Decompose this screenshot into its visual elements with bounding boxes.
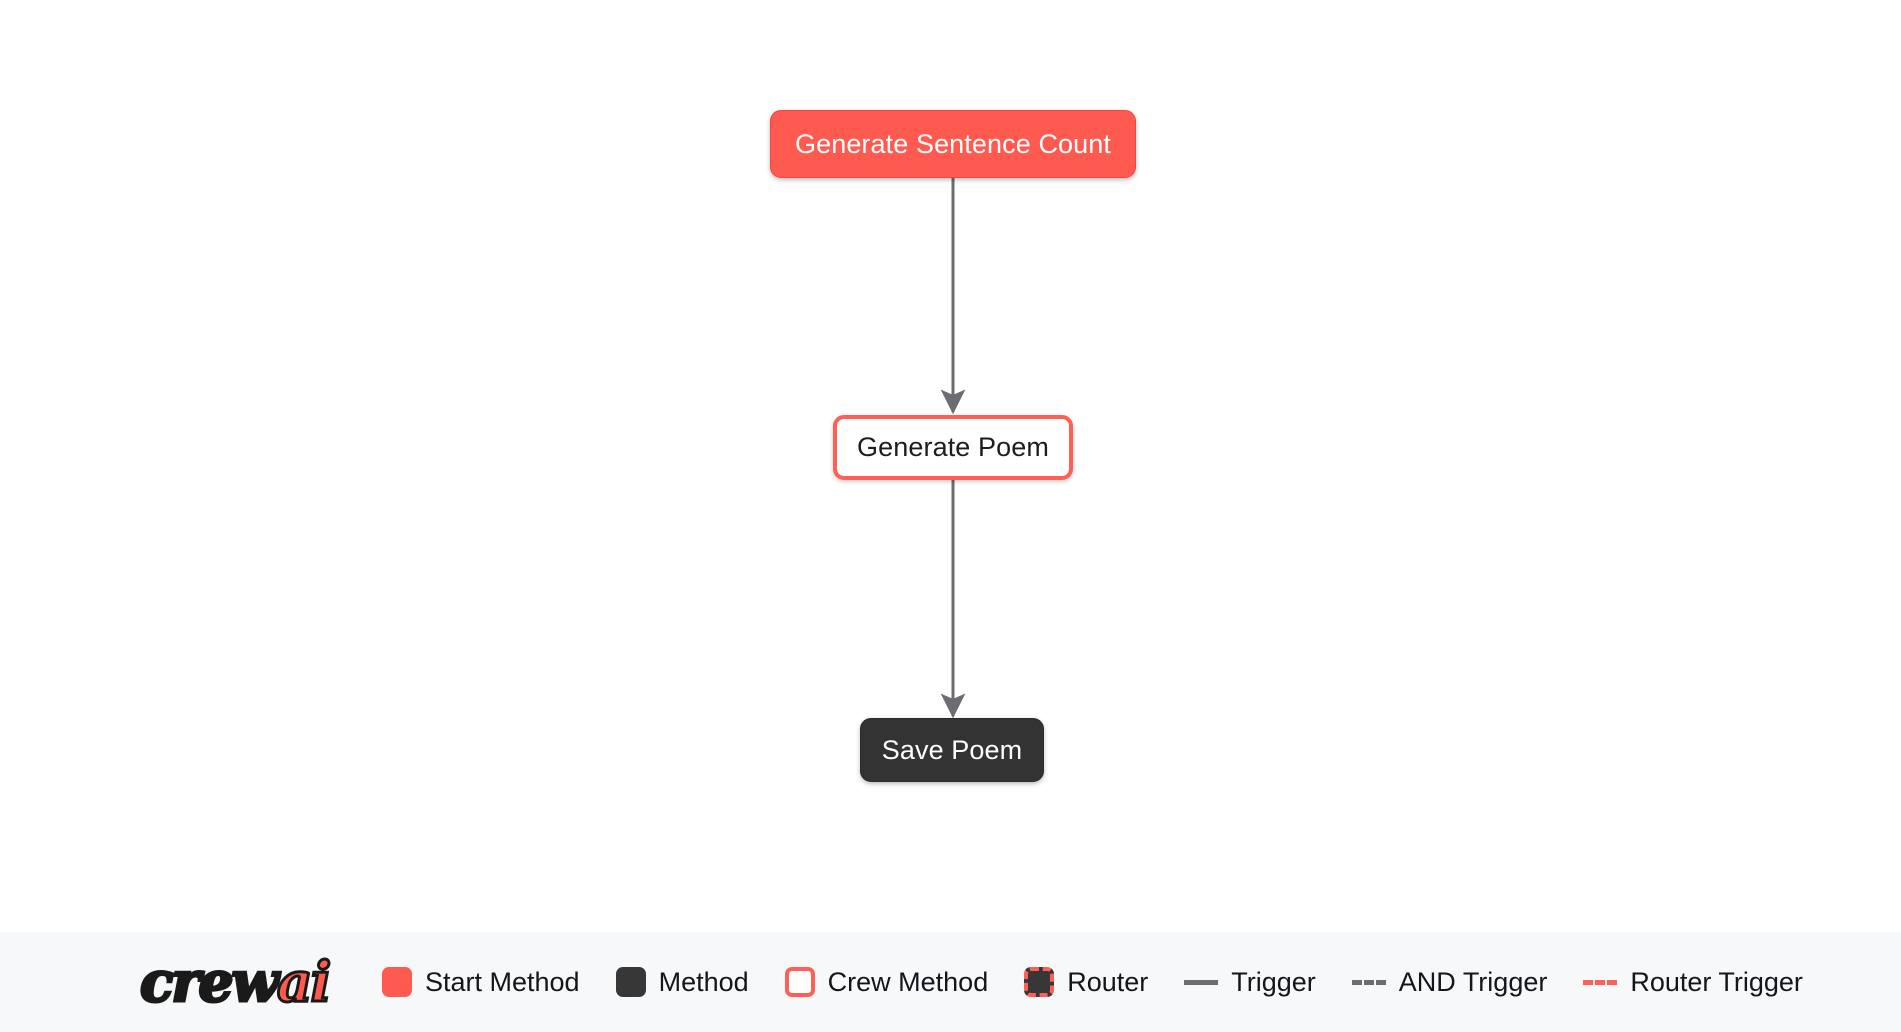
legend-label: AND Trigger — [1398, 966, 1548, 997]
legend-label: Trigger — [1231, 966, 1316, 997]
legend-label: Router — [1067, 966, 1149, 997]
router-trigger-line-icon — [1583, 979, 1618, 985]
start-method-swatch-icon — [382, 967, 412, 997]
legend-item-router-trigger: Router Trigger — [1583, 966, 1803, 997]
node-label: Generate Sentence Count — [794, 128, 1112, 159]
legend-item-and-trigger: AND Trigger — [1351, 966, 1548, 997]
legend-label: Start Method — [425, 966, 580, 997]
legend-item-router: Router — [1024, 967, 1148, 997]
flow-diagram-canvas[interactable]: Generate Sentence Count Generate Poem Sa… — [0, 0, 1901, 932]
crewai-logo: crewai — [139, 949, 340, 1014]
legend-label: Crew Method — [827, 966, 989, 997]
legend-bar: crewai Start Method Method Crew Method R… — [0, 932, 1901, 1032]
logo-ai-text: ai — [275, 949, 332, 1014]
trigger-line-icon — [1184, 979, 1219, 985]
method-swatch-icon — [615, 967, 646, 997]
legend-item-method: Method — [615, 966, 749, 997]
node-label: Save Poem — [881, 734, 1023, 765]
legend-item-start-method: Start Method — [382, 967, 580, 997]
logo-crew-text: crew — [139, 949, 281, 1014]
legend-label: Method — [658, 966, 749, 997]
legend-item-crew-method: Crew Method — [784, 966, 989, 997]
legend-label: Router Trigger — [1630, 966, 1803, 997]
router-swatch-icon — [1024, 967, 1055, 997]
node-generate-sentence-count[interactable]: Generate Sentence Count — [770, 110, 1136, 178]
node-save-poem[interactable]: Save Poem — [860, 718, 1044, 782]
crew-method-swatch-icon — [784, 967, 815, 997]
legend-item-trigger: Trigger — [1184, 966, 1316, 997]
node-label: Generate Poem — [857, 432, 1049, 462]
node-generate-poem[interactable]: Generate Poem — [833, 415, 1073, 480]
and-trigger-line-icon — [1351, 979, 1386, 985]
